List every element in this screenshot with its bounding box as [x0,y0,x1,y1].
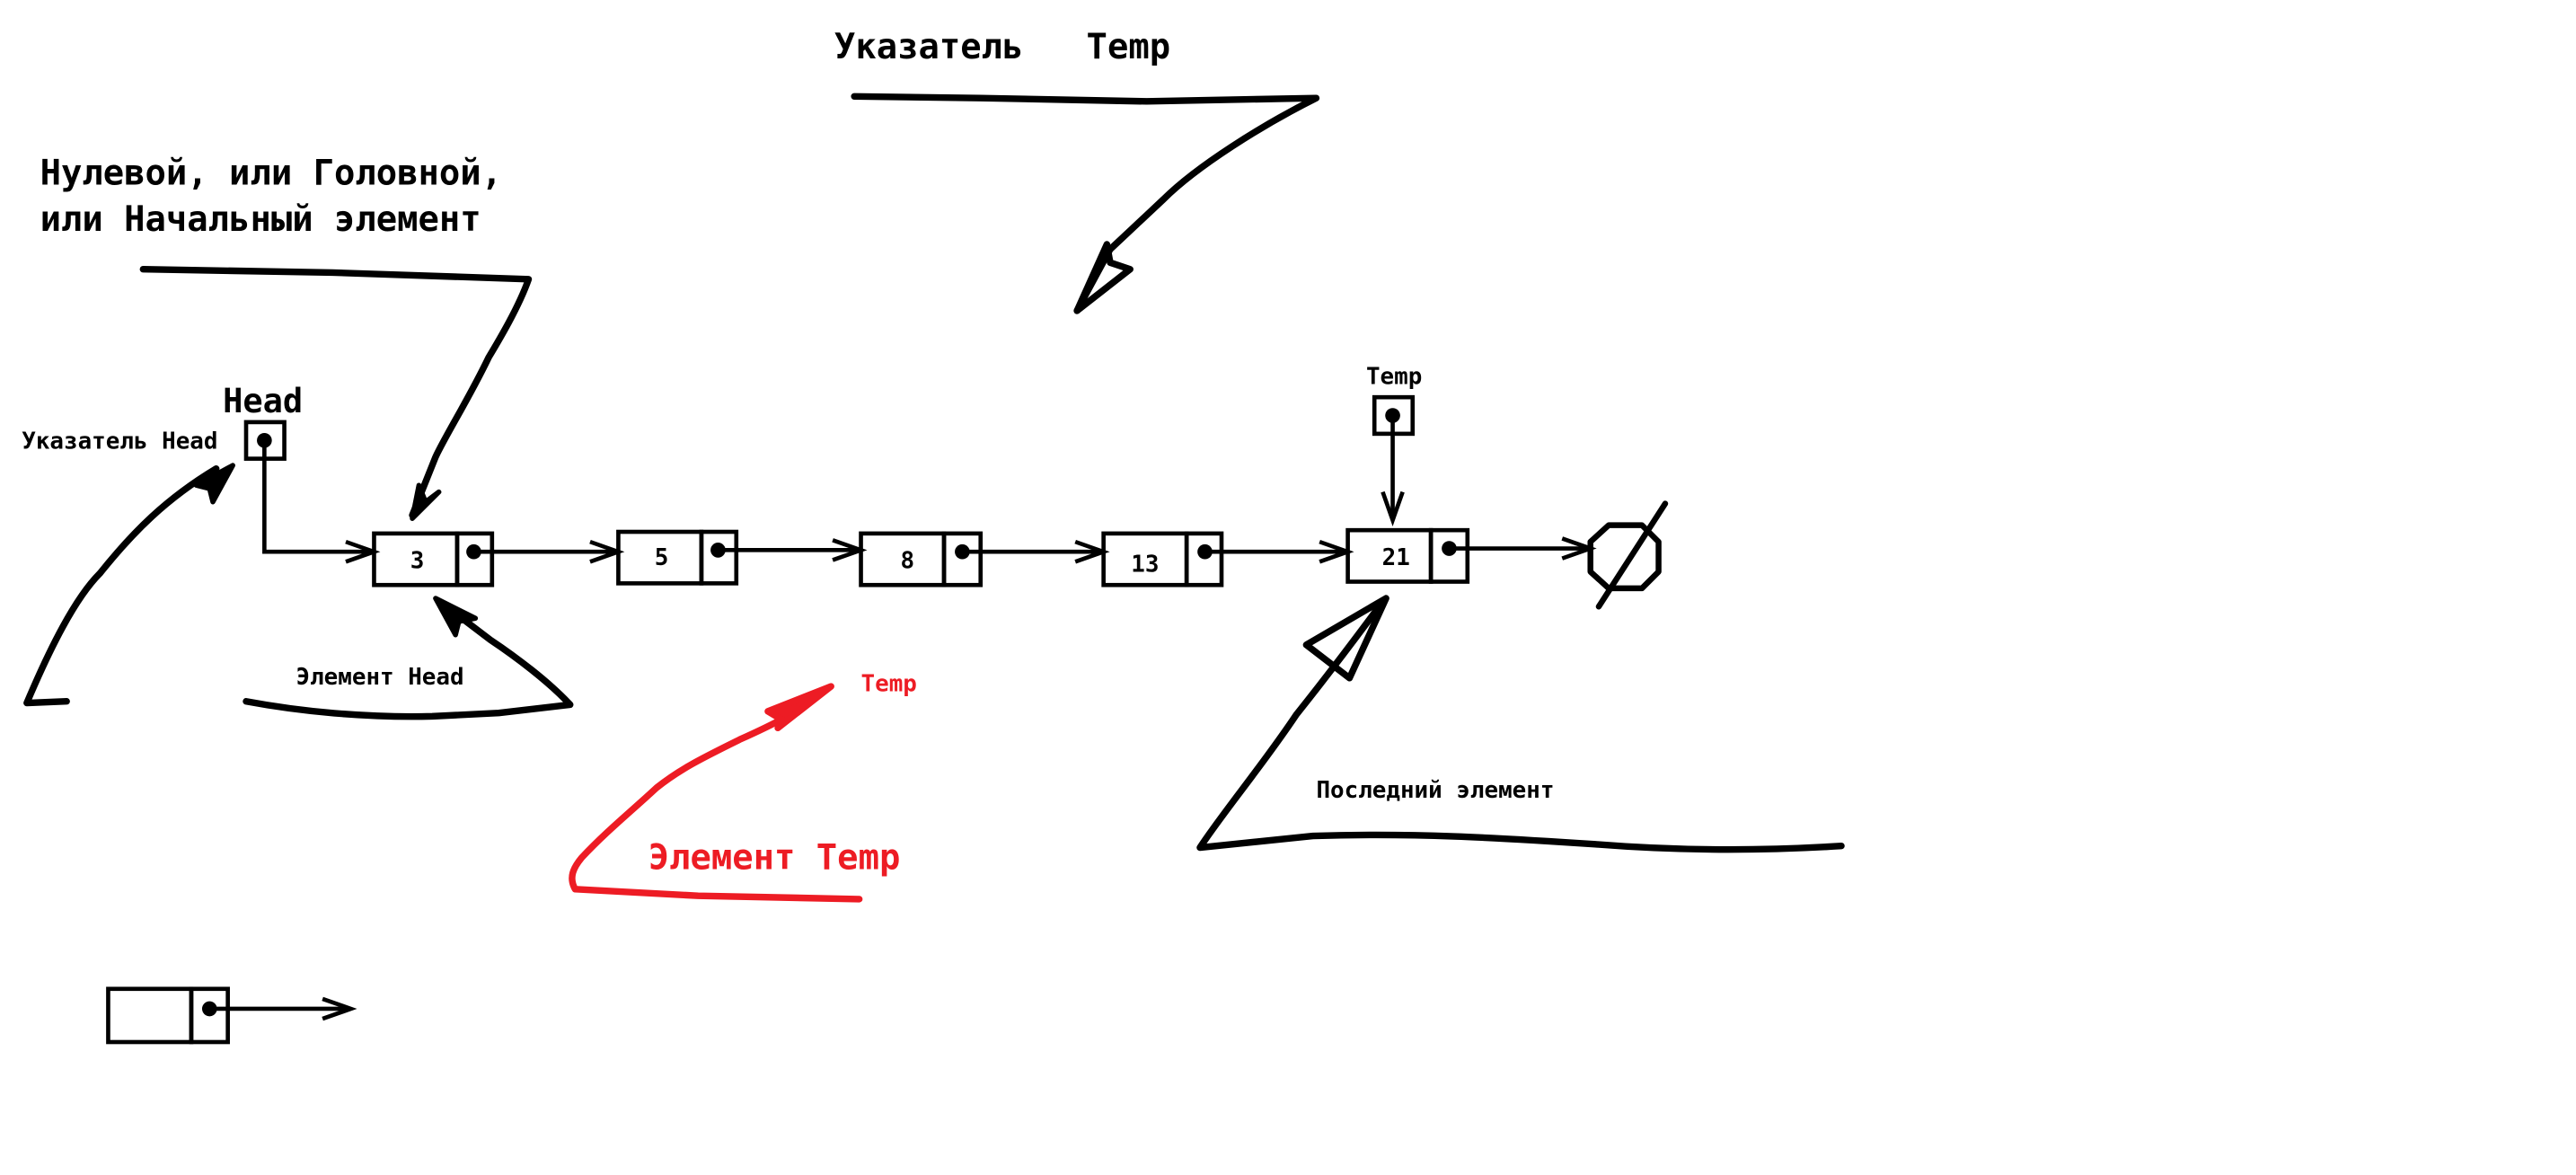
last-element-label: Последний элемент [1316,777,1554,804]
head-element-desc-line2: или Начальный элемент [40,199,481,240]
head-pointer-link [262,440,369,554]
pointer-head-curve [23,465,220,707]
node-value: 13 [1131,551,1159,578]
node-value: 3 [410,548,425,575]
list-node: 3 [372,531,495,588]
last-element-arrowhead [1302,595,1389,682]
node-next-box [941,531,984,588]
node-next-box [1184,531,1224,588]
element-temp-curve [569,685,863,903]
element-head-label: Элемент Head [296,664,464,691]
list-node: 8 [859,531,984,588]
pointer-temp-title-arrowhead [1073,241,1134,314]
list-node: 5 [616,529,739,586]
temp-pointer-arrowhead [1381,490,1405,527]
legend-node-data-box [106,986,194,1045]
node-next-box [1428,527,1470,584]
pointer-temp-title: Указатель Temp [834,27,1170,67]
element-head-arrowhead [433,596,479,638]
node-value: 8 [901,548,915,575]
node-next-box [454,531,495,588]
element-head-curve [243,605,574,720]
element-temp-arrowhead [764,683,834,732]
head-element-desc-line1: Нулевой, или Головной, [40,153,503,193]
legend-node-link-arrowhead [322,996,357,1021]
legend-node [106,986,357,1045]
element-temp-label: Элемент Temp [648,838,901,879]
list-node: 13 [1101,531,1224,588]
head-label: Head [223,382,303,420]
head-element-desc-arrow [139,266,533,519]
node-next-box [699,529,739,586]
node-value: 21 [1382,544,1410,571]
list-node: 21 [1345,527,1470,584]
legend-node-next-box [189,986,230,1045]
last-element-curve [1196,598,1845,853]
pointer-head-label: Указатель Head [22,428,217,455]
node-value: 5 [655,544,669,571]
pointer-head-curve-arrowhead [193,463,235,505]
temp-red-label: Temp [861,671,917,698]
pointer-temp-title-arrow [851,93,1320,314]
temp-pointer-label: Temp [1366,363,1422,390]
head-element-desc-arrowhead [410,482,442,521]
null-terminator-icon [1587,500,1669,610]
